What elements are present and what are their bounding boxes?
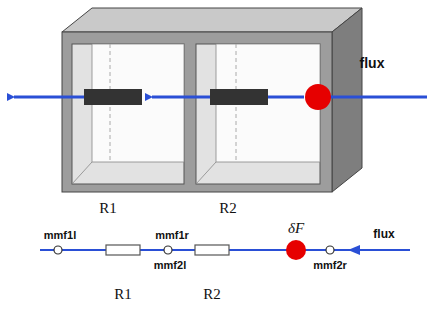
node-name: mmf1r — [155, 229, 189, 241]
compartment-edge — [196, 162, 216, 184]
resistor-symbol — [106, 245, 140, 255]
flux-line — [268, 96, 304, 99]
part-name: R1 — [99, 200, 117, 217]
housing-side — [332, 8, 362, 192]
compartment-opening — [72, 44, 184, 184]
part-name: R1 — [114, 286, 132, 303]
part-name: R2 — [203, 286, 221, 303]
flux-label: flux — [360, 56, 385, 71]
housing-top — [62, 8, 362, 32]
resistor-symbol — [195, 245, 229, 255]
source-name: δF — [288, 220, 304, 237]
flux-arrow — [152, 96, 210, 99]
circuit-node — [164, 246, 172, 254]
housing-front — [62, 32, 332, 192]
flux-arrow — [14, 96, 84, 99]
part-name: R2 — [219, 200, 237, 217]
circuit-node — [326, 246, 334, 254]
flux-arrow-head — [348, 245, 360, 255]
flux-label: flux — [373, 228, 394, 241]
flux-line — [318, 96, 427, 99]
circuit-node — [54, 246, 62, 254]
node-name: mmf2r — [313, 259, 347, 271]
core-block — [84, 89, 142, 105]
compartment-edge — [72, 162, 92, 184]
node-name: mmf2l — [154, 259, 186, 271]
mmf-source — [305, 84, 331, 110]
compartment-opening — [196, 44, 320, 184]
core-block — [210, 89, 268, 105]
mmf-source — [286, 240, 306, 260]
node-name: mmf1l — [44, 229, 76, 241]
